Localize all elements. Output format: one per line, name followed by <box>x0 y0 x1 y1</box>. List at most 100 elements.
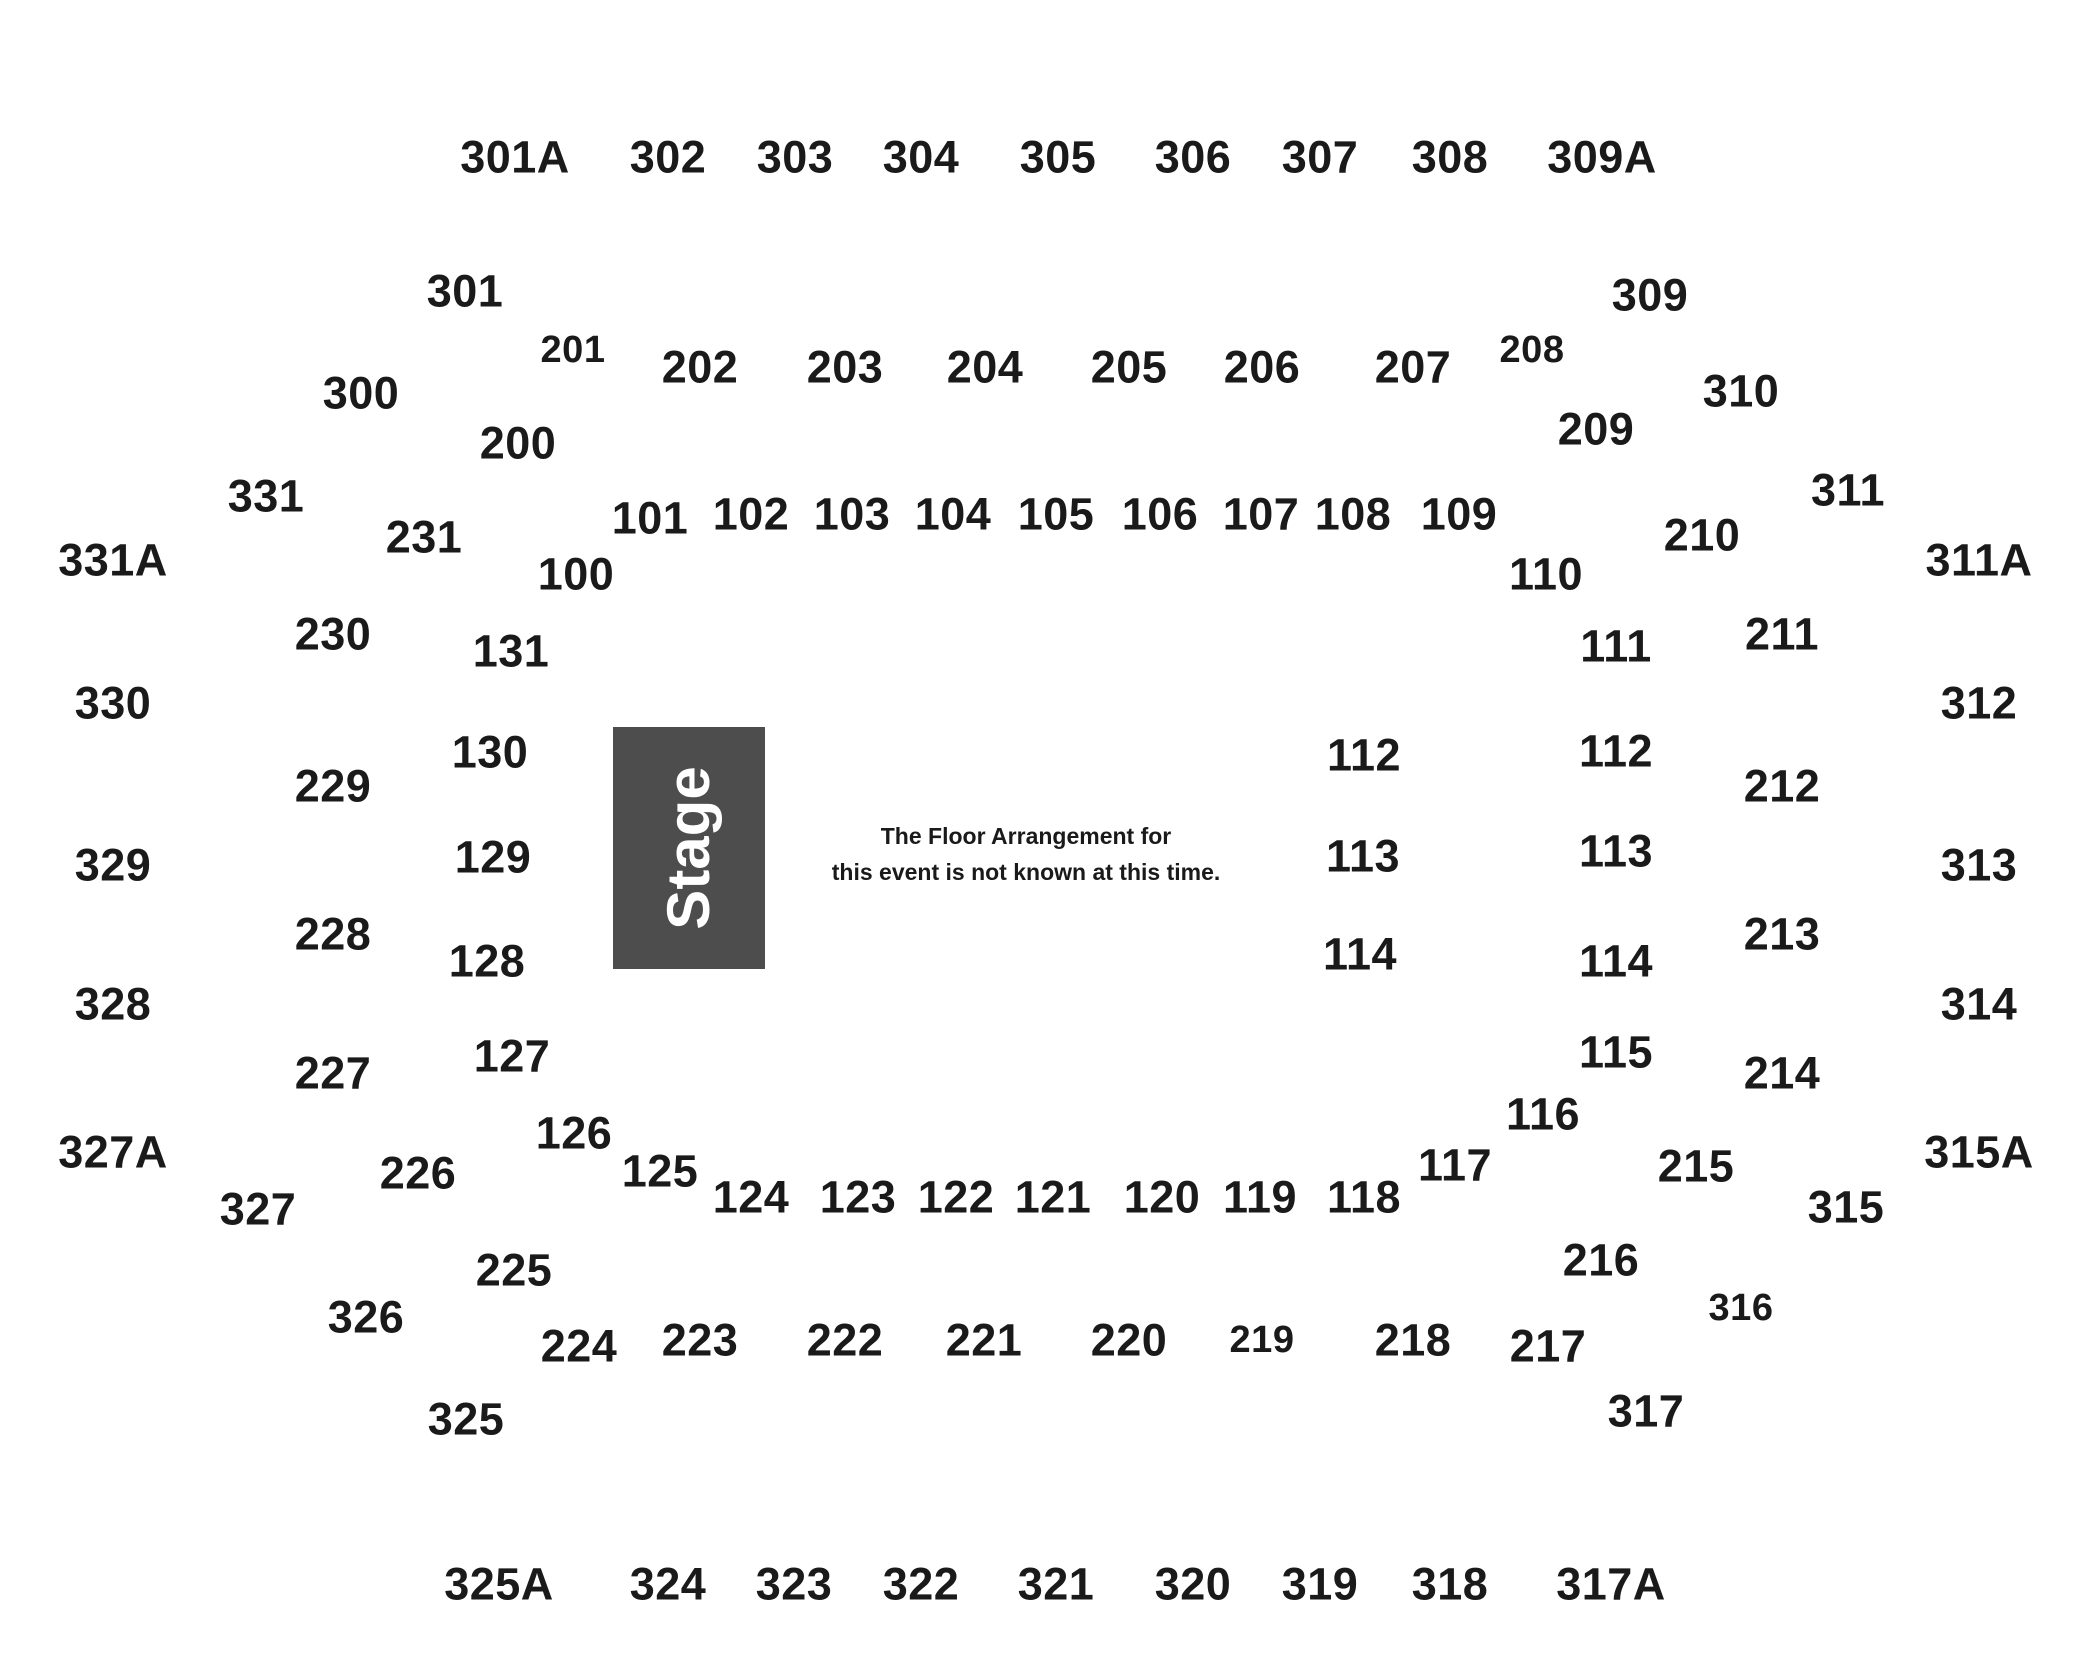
section-211[interactable]: 211 <box>1744 608 1820 660</box>
section-102[interactable]: 102 <box>712 488 790 540</box>
section-328[interactable]: 328 <box>74 978 152 1030</box>
section-301[interactable]: 301 <box>426 265 504 317</box>
section-305[interactable]: 305 <box>1019 131 1097 183</box>
section-119[interactable]: 119 <box>1222 1171 1298 1223</box>
section-114[interactable]: 114 <box>1322 928 1398 980</box>
section-126[interactable]: 126 <box>535 1107 613 1159</box>
section-219[interactable]: 219 <box>1229 1319 1295 1361</box>
section-208[interactable]: 208 <box>1499 329 1565 371</box>
section-215[interactable]: 215 <box>1657 1140 1735 1192</box>
section-202[interactable]: 202 <box>661 341 739 393</box>
section-216[interactable]: 216 <box>1562 1234 1640 1286</box>
section-105[interactable]: 105 <box>1017 488 1095 540</box>
section-317a[interactable]: 317A <box>1556 1558 1666 1610</box>
section-309[interactable]: 309 <box>1611 269 1689 321</box>
section-207[interactable]: 207 <box>1374 341 1452 393</box>
section-300[interactable]: 300 <box>322 367 400 419</box>
stage[interactable]: Stage <box>613 727 765 969</box>
section-101[interactable]: 101 <box>611 492 689 544</box>
section-319[interactable]: 319 <box>1281 1558 1359 1610</box>
section-322[interactable]: 322 <box>882 1558 960 1610</box>
section-308[interactable]: 308 <box>1411 131 1489 183</box>
section-315a[interactable]: 315A <box>1924 1126 2034 1178</box>
section-107[interactable]: 107 <box>1222 488 1300 540</box>
section-130[interactable]: 130 <box>451 726 529 778</box>
section-113-2[interactable]: 113 <box>1578 825 1654 877</box>
section-213[interactable]: 213 <box>1743 908 1821 960</box>
section-112[interactable]: 112 <box>1326 729 1402 781</box>
section-110[interactable]: 110 <box>1508 548 1584 600</box>
section-309a[interactable]: 309A <box>1547 131 1657 183</box>
section-224[interactable]: 224 <box>540 1320 618 1372</box>
section-225[interactable]: 225 <box>475 1244 553 1296</box>
section-228[interactable]: 228 <box>294 908 372 960</box>
section-114-2[interactable]: 114 <box>1578 935 1654 987</box>
section-129[interactable]: 129 <box>454 831 532 883</box>
section-302[interactable]: 302 <box>629 131 707 183</box>
section-229[interactable]: 229 <box>294 760 372 812</box>
section-227[interactable]: 227 <box>294 1047 372 1099</box>
section-323[interactable]: 323 <box>755 1558 833 1610</box>
section-326[interactable]: 326 <box>327 1291 405 1343</box>
section-327a[interactable]: 327A <box>58 1126 168 1178</box>
section-205[interactable]: 205 <box>1090 341 1168 393</box>
section-329[interactable]: 329 <box>74 839 152 891</box>
section-128[interactable]: 128 <box>448 935 526 987</box>
section-220[interactable]: 220 <box>1090 1314 1168 1366</box>
section-125[interactable]: 125 <box>621 1145 699 1197</box>
section-122[interactable]: 122 <box>917 1171 995 1223</box>
section-327[interactable]: 327 <box>219 1183 297 1235</box>
section-325a[interactable]: 325A <box>444 1558 554 1610</box>
section-118[interactable]: 118 <box>1326 1171 1402 1223</box>
section-121[interactable]: 121 <box>1014 1171 1092 1223</box>
section-210[interactable]: 210 <box>1663 509 1741 561</box>
section-301a[interactable]: 301A <box>460 131 570 183</box>
section-217[interactable]: 217 <box>1509 1320 1587 1372</box>
section-214[interactable]: 214 <box>1743 1047 1821 1099</box>
section-311a[interactable]: 311A <box>1925 534 2033 586</box>
section-218[interactable]: 218 <box>1374 1314 1452 1366</box>
section-316[interactable]: 316 <box>1708 1287 1774 1329</box>
section-113[interactable]: 113 <box>1325 830 1401 882</box>
section-223[interactable]: 223 <box>661 1314 739 1366</box>
section-230[interactable]: 230 <box>294 608 372 660</box>
section-314[interactable]: 314 <box>1940 978 2018 1030</box>
section-116[interactable]: 116 <box>1505 1088 1581 1140</box>
section-324[interactable]: 324 <box>629 1558 707 1610</box>
section-310[interactable]: 310 <box>1702 365 1780 417</box>
section-331a[interactable]: 331A <box>58 534 168 586</box>
section-320[interactable]: 320 <box>1154 1558 1232 1610</box>
section-124[interactable]: 124 <box>712 1171 790 1223</box>
section-303[interactable]: 303 <box>756 131 834 183</box>
section-317[interactable]: 317 <box>1607 1385 1685 1437</box>
section-103[interactable]: 103 <box>813 488 891 540</box>
section-313[interactable]: 313 <box>1940 839 2018 891</box>
section-304[interactable]: 304 <box>882 131 960 183</box>
section-104[interactable]: 104 <box>914 488 992 540</box>
section-120[interactable]: 120 <box>1123 1171 1201 1223</box>
section-307[interactable]: 307 <box>1281 131 1359 183</box>
section-131[interactable]: 131 <box>472 625 550 677</box>
section-109[interactable]: 109 <box>1420 488 1498 540</box>
section-117[interactable]: 117 <box>1417 1139 1493 1191</box>
section-312[interactable]: 312 <box>1940 677 2018 729</box>
section-108[interactable]: 108 <box>1314 488 1392 540</box>
section-100[interactable]: 100 <box>537 548 615 600</box>
section-106[interactable]: 106 <box>1121 488 1199 540</box>
section-200[interactable]: 200 <box>479 417 557 469</box>
section-212[interactable]: 212 <box>1743 760 1821 812</box>
section-330[interactable]: 330 <box>74 677 152 729</box>
section-325[interactable]: 325 <box>427 1393 505 1445</box>
section-201[interactable]: 201 <box>540 329 606 371</box>
section-315[interactable]: 315 <box>1807 1181 1885 1233</box>
section-111[interactable]: 111 <box>1580 620 1652 672</box>
section-231[interactable]: 231 <box>385 511 463 563</box>
section-321[interactable]: 321 <box>1017 1558 1095 1610</box>
section-331[interactable]: 331 <box>227 470 305 522</box>
section-123[interactable]: 123 <box>819 1171 897 1223</box>
section-226[interactable]: 226 <box>379 1147 457 1199</box>
section-204[interactable]: 204 <box>946 341 1024 393</box>
section-203[interactable]: 203 <box>806 341 884 393</box>
section-306[interactable]: 306 <box>1154 131 1232 183</box>
section-127[interactable]: 127 <box>473 1030 551 1082</box>
